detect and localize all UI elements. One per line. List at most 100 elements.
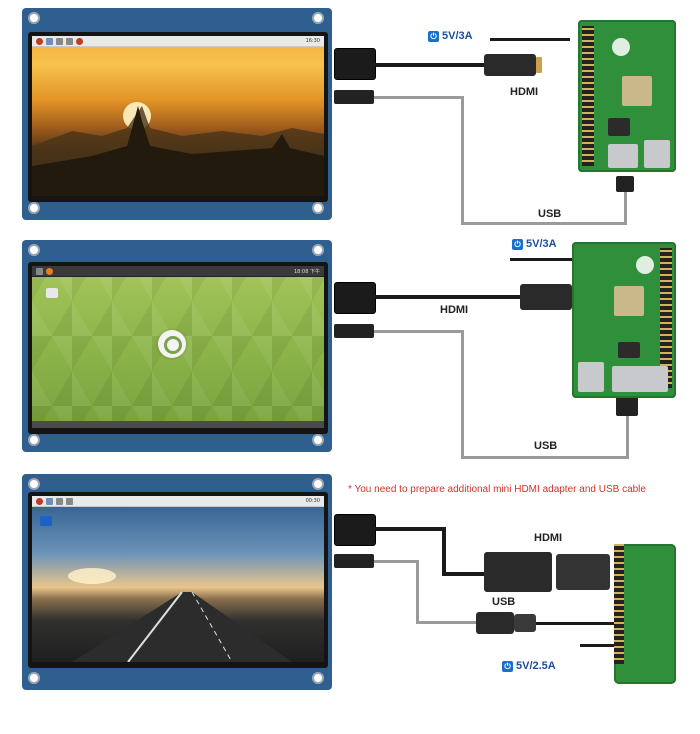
mounting-hole [312,478,324,490]
micro-usb-port [614,710,624,722]
raspberry-pi-3-board [572,242,676,398]
setup-panel-raspberry-pi-4: 16:30 ⏻ 5V/3A HDMI USB [0,0,700,232]
otg-cable [536,622,616,625]
hdmi-plug [520,284,572,310]
hdmi-cable [442,572,486,576]
mounting-hole [28,434,40,446]
hdmi-micro-adapter [484,54,542,76]
app-icon[interactable] [76,37,83,45]
usb-cable [416,621,476,624]
usb-ports [612,366,668,392]
mounting-hole [312,672,324,684]
folder-icon[interactable] [46,288,58,298]
power-rating-label: ⏻ 5V/3A [512,238,557,250]
usb-label: USB [492,596,516,608]
mounting-hole [312,12,324,24]
file-manager-icon[interactable] [56,37,63,45]
usb-cable [461,456,629,459]
usb-cable [624,185,627,225]
power-cable [580,644,616,647]
usb-ports [608,144,638,168]
usb-cable [626,410,629,458]
power-rating-label: ⏻ 5V/2.5A [502,660,556,672]
display-usb-port [334,90,374,104]
menu-icon[interactable] [36,267,43,275]
raspberry-pi-logo-icon [612,38,630,56]
power-icon: ⏻ [502,660,513,672]
power-cable [490,38,570,41]
mounting-hole [28,12,40,24]
raspberry-menu-icon[interactable] [36,37,43,45]
terminal-icon[interactable] [66,37,73,45]
display-screen: 16:30 [32,36,324,196]
browser-icon[interactable] [46,37,53,45]
hdmi-cable [374,527,444,531]
usb-cable [416,560,419,624]
usb-cable [374,560,418,563]
cpu-chip [614,664,638,688]
mounting-hole [312,434,324,446]
desktop-taskbar: 18:08 下午 [32,266,324,277]
power-cable [510,258,580,261]
hdmi-label: HDMI [534,532,563,544]
mounting-hole [312,244,324,256]
browser-icon[interactable] [46,497,53,505]
usb-label: USB [538,208,562,220]
power-rating-text: 5V/3A [442,30,473,42]
usb-label: USB [534,440,558,452]
usb-cable [374,330,464,333]
raspberry-menu-icon[interactable] [36,497,43,505]
mounting-hole [312,202,324,214]
power-rating-label: ⏻ 5V/3A [428,30,473,42]
display-hdmi-port [334,282,376,314]
mini-hdmi-adapter [556,554,610,590]
trash-icon[interactable] [40,516,52,526]
usb-ethernet-port [644,140,670,168]
mounting-hole [28,672,40,684]
display-screen: 00:30 [32,496,324,662]
hdmi-plug [484,552,552,592]
setup-panel-raspberry-pi-zero: 00:30 * You need to prepare additional m… [0,464,700,700]
usb-plug [616,396,638,416]
raspberry-pi-logo-icon [636,256,654,274]
display-hdmi-port [334,514,376,546]
usb-plug [616,176,634,192]
hdmi-cable [374,295,520,299]
ethernet-port [578,362,604,392]
raspberry-pi-4-board [578,20,676,172]
browser-icon[interactable] [46,267,53,275]
micro-usb-power-port [614,722,624,734]
display-usb-port [334,554,374,568]
clock: 16:30 [305,38,320,44]
pagoda-silhouette [32,102,324,196]
gpio-header [660,248,672,388]
ram-chip [618,342,640,358]
ram-chip [608,118,630,136]
hdmi-cable [374,63,484,67]
usb-cable [461,222,627,225]
mini-hdmi-port [614,688,626,710]
usb-cable [374,96,464,99]
mounting-hole [28,478,40,490]
hdmi-cable [442,527,446,575]
display-usb-port [334,324,374,338]
ubuntu-mate-logo-icon [158,330,186,358]
adapter-note: * You need to prepare additional mini HD… [348,484,646,495]
file-manager-icon[interactable] [56,497,63,505]
setup-panel-raspberry-pi-3: 18:08 下午 ⏻ 5V/3A HDMI USB [0,232,700,464]
usb-otg-adapter [476,612,514,634]
display-bezel: 00:30 [28,492,328,668]
power-rating-text: 5V/3A [526,238,557,250]
raspberry-pi-zero-board [614,544,676,684]
display-bezel: 16:30 [28,32,328,202]
power-rating-text: 5V/2.5A [516,660,556,672]
road-scene [68,568,292,662]
bottom-panel [32,421,324,428]
hdmi-label: HDMI [510,86,539,98]
usb-cable [461,330,464,458]
display-screen: 18:08 下午 [32,266,324,428]
cpu-chip [614,286,644,316]
mounting-hole [28,244,40,256]
terminal-icon[interactable] [66,497,73,505]
cpu-chip [622,76,652,106]
